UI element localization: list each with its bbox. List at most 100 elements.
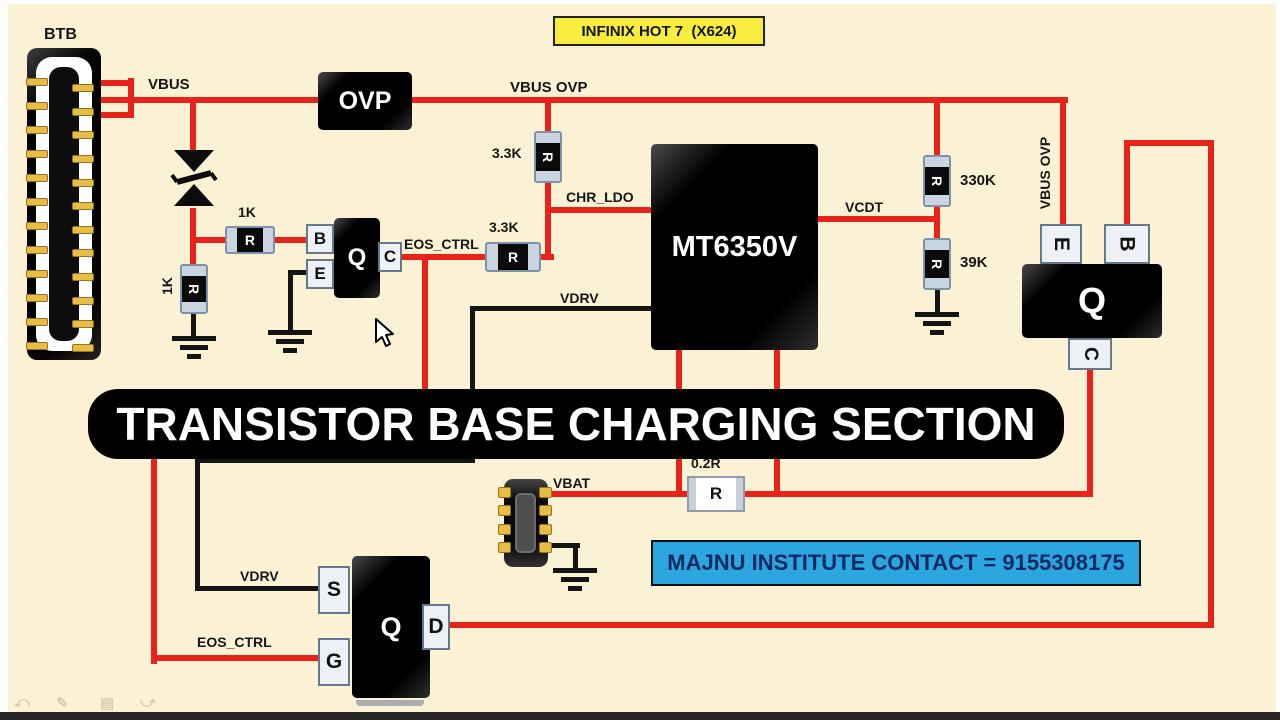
wire-loop-right <box>1208 140 1214 628</box>
wire-vbus-ovp-to-emitter <box>1060 100 1066 226</box>
wire-330k-top <box>934 100 940 157</box>
wire-emitter-h <box>288 270 310 275</box>
connector-pin <box>539 505 552 517</box>
connector-pin <box>26 150 48 158</box>
wire-eos-ctrl-drop <box>422 256 428 394</box>
wire-eos-ctrl <box>400 254 554 260</box>
contact-banner: MAJNU INSTITUTE CONTACT = 9155308175 <box>651 540 1141 586</box>
pen-icon: ✎ <box>56 695 69 712</box>
pin-emitter: E <box>306 259 334 289</box>
resistor-letter: R <box>929 175 945 187</box>
wire-collector-down <box>1087 366 1093 497</box>
device-title-banner: INFINIX HOT 7 (X624) <box>553 16 765 46</box>
ovp-block: OVP <box>318 72 412 130</box>
wire-1k-to-base <box>275 237 308 243</box>
connector-pin <box>26 78 48 86</box>
connector-pin <box>72 131 94 140</box>
connector-pin <box>72 320 94 329</box>
pin-source: S <box>318 566 350 614</box>
mouse-cursor-icon <box>375 318 394 347</box>
battery-pins-right <box>539 487 552 553</box>
tvs-diode-icon <box>170 150 218 206</box>
net-label-vdrv: VDRV <box>560 290 599 306</box>
wire-vbat <box>544 491 1093 497</box>
connector-pin <box>26 102 48 110</box>
section-title-banner: TRANSISTOR BASE CHARGING SECTION <box>88 389 1064 459</box>
wire-vbus-to-tvs <box>190 100 196 152</box>
net-label-vbus: VBUS <box>148 76 190 93</box>
resistor-value-330k: 330K <box>960 172 996 189</box>
bottom-bar <box>0 712 1280 720</box>
connector-pin <box>72 178 94 187</box>
pin-letter: E <box>1049 236 1073 252</box>
net-label-vbus-ovp: VBUS OVP <box>510 79 588 96</box>
resistor-39k: R <box>923 238 951 290</box>
slide-edge-left <box>0 0 8 712</box>
connector-pin <box>26 198 48 206</box>
resistor-value-1k-h: 1K <box>238 204 256 220</box>
wire-drain <box>448 622 1214 628</box>
ground-symbol <box>172 336 216 363</box>
pin-base: B <box>1104 224 1150 264</box>
resistor-letter: R <box>540 151 556 163</box>
wire-330k-39k <box>934 205 940 240</box>
net-label-vdrv-bottom: VDRV <box>240 568 279 584</box>
resistor-330k: R <box>923 155 951 207</box>
slide-pull-tab <box>356 700 424 706</box>
connector-pin <box>72 273 94 281</box>
resistor-value-39k: 39K <box>960 254 988 271</box>
ic-mt6350v: MT6350V <box>651 144 818 350</box>
slide-edge-top <box>0 0 1280 4</box>
connector-pin <box>72 107 94 116</box>
net-label-vbus-ovp-vertical: VBUS OVP <box>1037 136 1053 210</box>
battery-pins-left <box>498 487 511 553</box>
wire-1kv-to-gnd <box>191 312 196 338</box>
ground-symbol <box>553 568 597 595</box>
wire-39k-to-gnd <box>935 288 940 314</box>
net-label-vcdt: VCDT <box>845 199 884 215</box>
pin-drain: D <box>422 604 450 650</box>
transistor-right: Q <box>1022 264 1162 338</box>
resistor-33k-vertical: R <box>534 131 562 183</box>
wire-emitter-to-gnd <box>288 270 293 332</box>
connector-pin <box>498 541 511 553</box>
resistor-value-33k-h: 3.3K <box>489 219 519 235</box>
connector-pin <box>26 246 48 254</box>
resistor-33k-horizontal: R <box>485 242 541 272</box>
resistor-letter: R <box>507 249 519 265</box>
wire-vdrv-to-source <box>195 586 320 591</box>
connector-pin <box>498 505 511 517</box>
transistor-bottom: Q <box>352 556 430 698</box>
battery-connector-slot <box>515 493 536 553</box>
wire-loop-top <box>1124 140 1214 146</box>
resistor-letter: R <box>244 232 256 248</box>
wire-base-up <box>1124 143 1130 228</box>
resistor-1k-vertical: R <box>180 264 208 314</box>
wire-vbus-bracket-top <box>92 80 134 86</box>
connector-pin <box>72 154 94 163</box>
transistor-left: Q <box>334 218 380 298</box>
wire-battery-gnd-h <box>548 543 580 548</box>
pin-collector: C <box>378 242 402 272</box>
net-label-eos-ctrl-bottom: EOS_CTRL <box>197 634 272 650</box>
pin-letter: C <box>1079 347 1101 361</box>
pin-letter: B <box>1115 236 1139 252</box>
connector-pin <box>26 318 48 326</box>
wire-divider-branch <box>193 237 225 243</box>
ground-symbol <box>915 312 959 339</box>
connector-pin <box>26 222 48 230</box>
wire-33k-top <box>545 100 551 133</box>
resistor-value-1k-v: 1K <box>159 277 175 295</box>
connector-pin <box>72 84 94 92</box>
grid-icon: ▤ <box>100 695 115 712</box>
wire-vbus-bracket-bottom <box>92 112 134 118</box>
connector-pin <box>26 270 48 278</box>
connector-pin <box>539 487 552 498</box>
connector-pin <box>72 296 94 305</box>
pin-emitter: E <box>1040 224 1082 264</box>
connector-pin <box>72 343 94 352</box>
wire-vcdt <box>816 216 938 222</box>
wire-battery-gnd-v <box>573 543 578 570</box>
resistor-value-33k-v: 3.3K <box>492 145 522 161</box>
